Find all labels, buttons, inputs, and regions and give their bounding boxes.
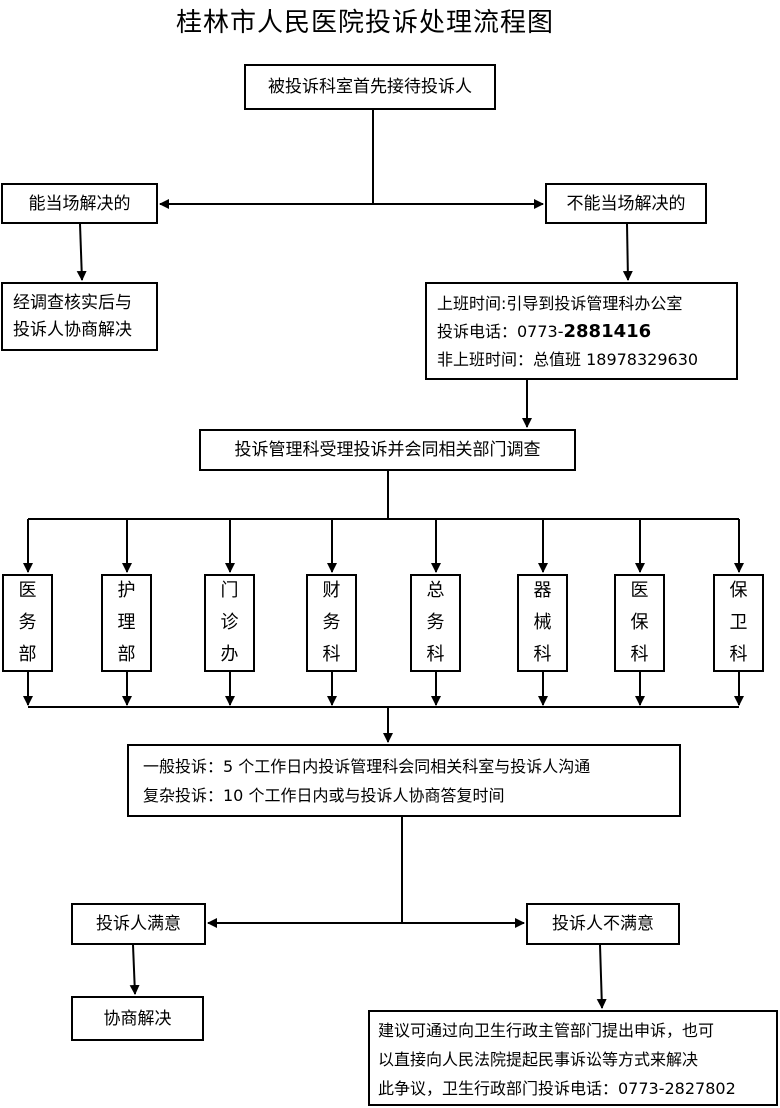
dept-4-char-2: 务 [322, 612, 341, 633]
dept-3-char-2: 诊 [220, 612, 239, 633]
arrow-to-negotiate [76, 223, 87, 281]
guide-work-hours: 上班时间:引导到投诉管理科办公室 [437, 294, 683, 313]
dept-4-char-3: 科 [322, 644, 341, 665]
dept-6-char-1: 器 [533, 580, 552, 601]
node-negotiate-after-check: 经调查核实后与 投诉人协商解决 [1, 282, 158, 351]
dept-6-char-2: 械 [533, 612, 552, 633]
node-cannot-solve-text: 不能当场解决的 [566, 193, 686, 214]
node-can-solve-text: 能当场解决的 [28, 193, 131, 214]
dept-box-4: 财 务 科 [306, 574, 357, 672]
dept-1-char-3: 部 [18, 644, 37, 665]
suggestion-line-2: 以直接向人民法院提起民事诉讼等方式来解决 [378, 1050, 699, 1069]
node-timeline: 一般投诉：5 个工作日内投诉管理科会同相关科室与投诉人沟通 复杂投诉：10 个工… [127, 744, 681, 817]
dept-7-char-2: 保 [630, 612, 649, 633]
dept-4-char-1: 财 [322, 580, 341, 601]
dept-1-char-2: 务 [18, 612, 37, 633]
node-negotiate-line-1: 经调查核实后与 [13, 293, 132, 313]
dept-6-char-3: 科 [533, 644, 552, 665]
dept-3-char-1: 门 [220, 580, 239, 601]
dept-8-char-2: 卫 [729, 612, 748, 633]
guide-off-hours: 非上班时间：总值班 18978329630 [437, 350, 699, 369]
node-negotiate-line-2: 投诉人协商解决 [13, 320, 132, 340]
dept-box-2: 护 理 部 [101, 574, 152, 672]
dept-2-char-1: 护 [117, 580, 136, 601]
node-suggestion: 建议可通过向卫生行政主管部门提出申诉，也可 以直接向人民法院提起民事诉讼等方式来… [368, 1010, 778, 1106]
node-resolved: 协商解决 [71, 996, 204, 1041]
dept-2-char-2: 理 [117, 612, 136, 633]
dept-7-char-3: 科 [630, 644, 649, 665]
dept-8-char-1: 保 [729, 580, 748, 601]
arrow-to-suggestion [596, 944, 607, 1009]
dept-box-3: 门 诊 办 [204, 574, 255, 672]
guide-phone-label: 投诉电话：0773- [437, 322, 564, 341]
dept-5-char-3: 科 [426, 644, 445, 665]
node-accept: 投诉管理科受理投诉并会同相关部门调查 [199, 429, 576, 471]
arrow-to-guide [622, 223, 633, 281]
dept-box-6: 器 械 科 [517, 574, 568, 672]
dept-box-8: 保 卫 科 [713, 574, 764, 672]
node-resolved-text: 协商解决 [103, 1008, 172, 1029]
dept-2-char-3: 部 [117, 644, 136, 665]
dept-7-char-1: 医 [630, 580, 649, 601]
timeline-complex: 复杂投诉：10 个工作日内或与投诉人协商答复时间 [143, 786, 505, 805]
node-accept-text: 投诉管理科受理投诉并会同相关部门调查 [234, 440, 541, 460]
dept-box-1: 医 务 部 [2, 574, 53, 672]
node-reception-text: 被投诉科室首先接待投诉人 [268, 77, 472, 97]
diagram-title: 桂林市人民医院投诉处理流程图 [175, 8, 554, 38]
dept-8-char-3: 科 [729, 644, 748, 665]
dept-5-char-1: 总 [426, 580, 445, 601]
node-satisfied-text: 投诉人满意 [96, 914, 181, 934]
guide-phone: 投诉电话：0773-2881416 [437, 318, 726, 346]
node-cannot-solve: 不能当场解决的 [545, 183, 707, 224]
node-reception: 被投诉科室首先接待投诉人 [244, 64, 496, 110]
dept-box-7: 医 保 科 [614, 574, 665, 672]
dept-box-5: 总 务 科 [410, 574, 461, 672]
node-unsatisfied-text: 投诉人不满意 [552, 914, 654, 934]
arrow-to-resolved [129, 944, 140, 995]
node-can-solve: 能当场解决的 [1, 183, 158, 224]
node-unsatisfied: 投诉人不满意 [526, 903, 680, 945]
dept-5-char-2: 务 [426, 612, 445, 633]
dept-3-char-3: 办 [220, 644, 239, 665]
timeline-general: 一般投诉：5 个工作日内投诉管理科会同相关科室与投诉人沟通 [143, 757, 591, 776]
dept-1-char-1: 医 [18, 580, 37, 601]
suggestion-line-3: 此争议，卫生行政部门投诉电话：0773-2827802 [378, 1079, 736, 1098]
node-guide: 上班时间:引导到投诉管理科办公室 投诉电话：0773-2881416 非上班时间… [425, 282, 738, 380]
node-satisfied: 投诉人满意 [71, 903, 206, 945]
suggestion-line-1: 建议可通过向卫生行政主管部门提出申诉，也可 [378, 1021, 715, 1040]
guide-phone-number: 2881416 [563, 321, 652, 342]
